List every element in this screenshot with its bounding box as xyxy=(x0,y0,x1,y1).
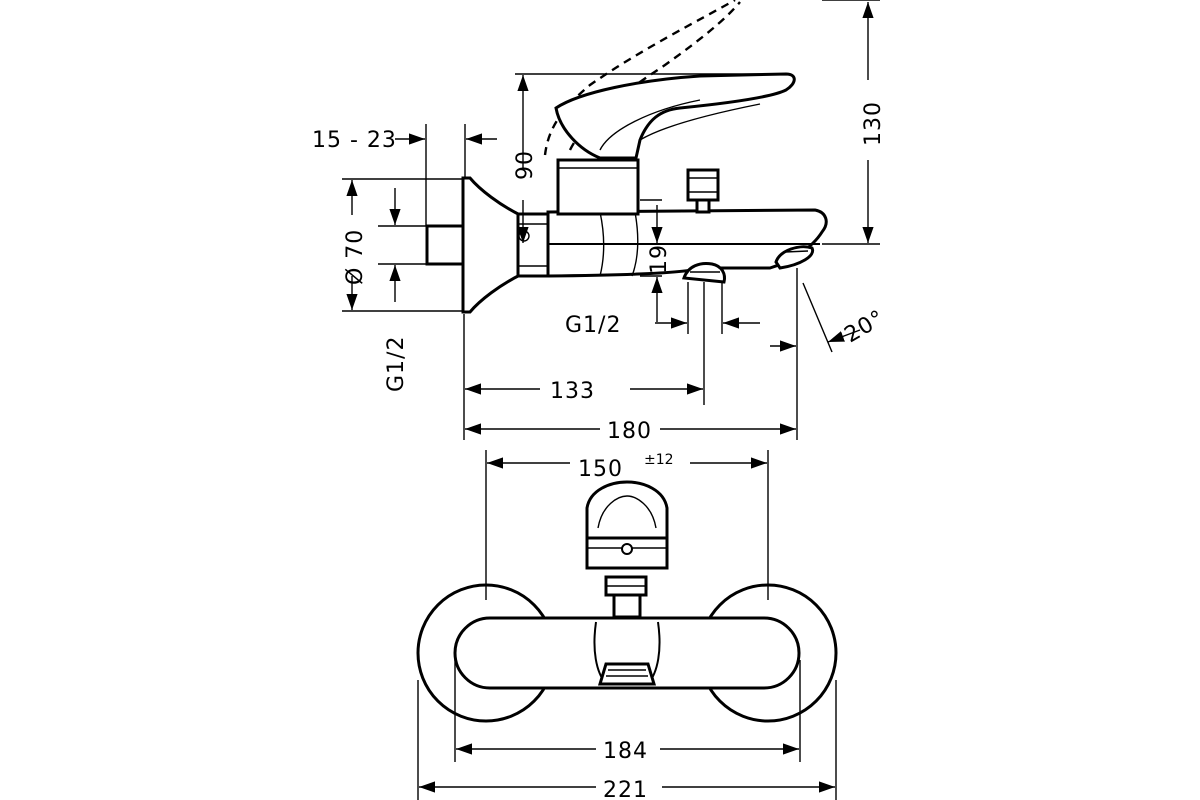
extension-lines xyxy=(342,0,880,440)
wall-flange xyxy=(461,176,522,314)
dim-wall-range-label: 15 - 23 xyxy=(312,128,397,153)
dim-221-label: 221 xyxy=(603,778,648,800)
front-diverter-knob xyxy=(604,575,648,619)
side-view: 15 - 23 90 130 Ø 70 G1/2 19 G1/2 20° 133… xyxy=(312,0,889,444)
cartridge-column xyxy=(556,158,640,216)
dim-thread-bottom-label: G1/2 xyxy=(565,313,621,338)
front-extension-lines xyxy=(417,450,837,800)
dim-height-130-label: 130 xyxy=(861,101,886,146)
dim-flange-dia-label: Ø 70 xyxy=(343,229,368,285)
dim-height-90-label: 90 xyxy=(513,150,538,180)
dimension-arrows xyxy=(346,2,874,435)
front-handle xyxy=(585,480,669,570)
dim-184-label: 184 xyxy=(603,739,648,764)
wall-connector xyxy=(425,224,467,266)
dim-centers-tolerance-label: ±12 xyxy=(644,452,674,468)
dim-133-label: 133 xyxy=(550,379,595,404)
spout-aerator xyxy=(774,245,815,270)
dim-angle-label: 20° xyxy=(841,306,890,349)
front-spout xyxy=(593,621,661,686)
coupling-nut xyxy=(516,212,550,278)
diverter-knob xyxy=(686,168,720,214)
front-view-labels: 150 ±12 184 221 xyxy=(578,452,674,800)
front-view: 150 ±12 184 221 xyxy=(416,450,838,800)
lever-handle xyxy=(554,72,796,160)
dim-centers-label: 150 xyxy=(578,457,623,482)
dim-spout-19-label: 19 xyxy=(647,244,672,274)
dim-180-label: 180 xyxy=(607,419,652,444)
front-dimension-arrows xyxy=(419,457,835,793)
dim-thread-left-label: G1/2 xyxy=(384,336,409,392)
bottom-outlet xyxy=(681,262,726,284)
